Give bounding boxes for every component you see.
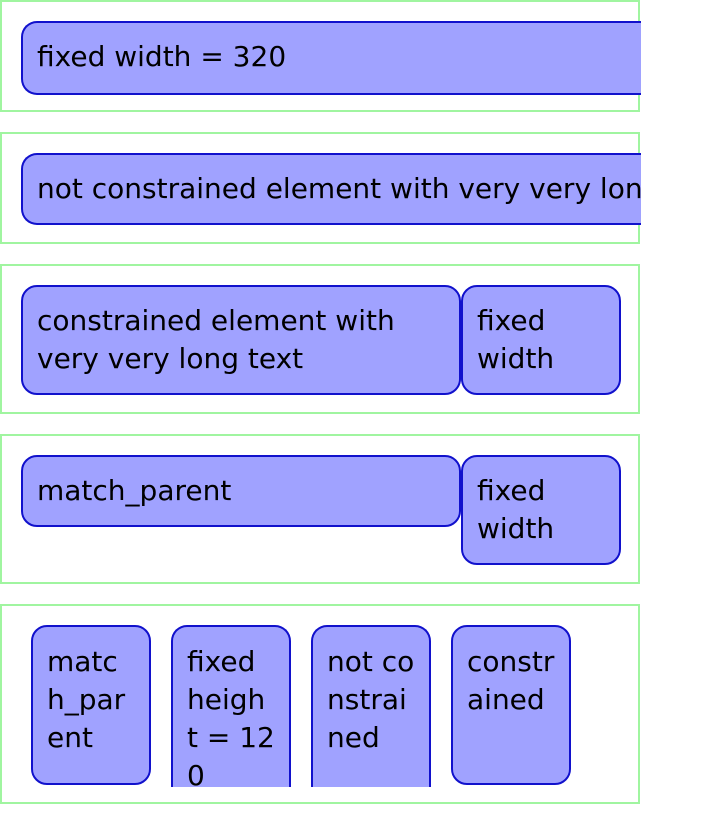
match-parent-tall-label: match_parent xyxy=(47,645,126,754)
constrained-tall-box: constrained xyxy=(451,625,571,785)
container-row-1: fixed width = 320 xyxy=(0,0,641,112)
container-row-5: match_parent fixed height = 120 not cons… xyxy=(0,604,640,804)
container-row-3: constrained element with very very long … xyxy=(0,264,640,414)
match-parent-box: match_parent xyxy=(21,455,461,527)
not-constrained-label: not constrained element with very very l… xyxy=(37,172,641,205)
constrained-label: constrained element with very very long … xyxy=(37,304,395,375)
fixed-width-side-label-2: fixed width xyxy=(477,474,555,545)
fixed-width-box: fixed width = 320 xyxy=(21,21,641,95)
not-constrained-box: not constrained element with very very l… xyxy=(21,153,641,225)
match-parent-label: match_parent xyxy=(37,474,232,507)
constrained-tall-label: constrained xyxy=(467,645,555,716)
not-constrained-tall-box: not constrained xyxy=(311,625,431,787)
fixed-width-label: fixed width = 320 xyxy=(37,40,287,73)
fixed-width-side-label: fixed width xyxy=(477,304,555,375)
fixed-width-side-box: fixed width xyxy=(461,285,621,395)
match-parent-tall-box: match_parent xyxy=(31,625,151,785)
fixed-height-box: fixed height = 120 xyxy=(171,625,291,787)
not-constrained-tall-label: not constrained xyxy=(327,645,415,754)
constrained-box: constrained element with very very long … xyxy=(21,285,461,395)
container-row-4: match_parent fixed width xyxy=(0,434,640,584)
fixed-width-side-box-2: fixed width xyxy=(461,455,621,565)
container-row-2: not constrained element with very very l… xyxy=(0,132,641,244)
fixed-height-label: fixed height = 120 xyxy=(187,645,275,787)
